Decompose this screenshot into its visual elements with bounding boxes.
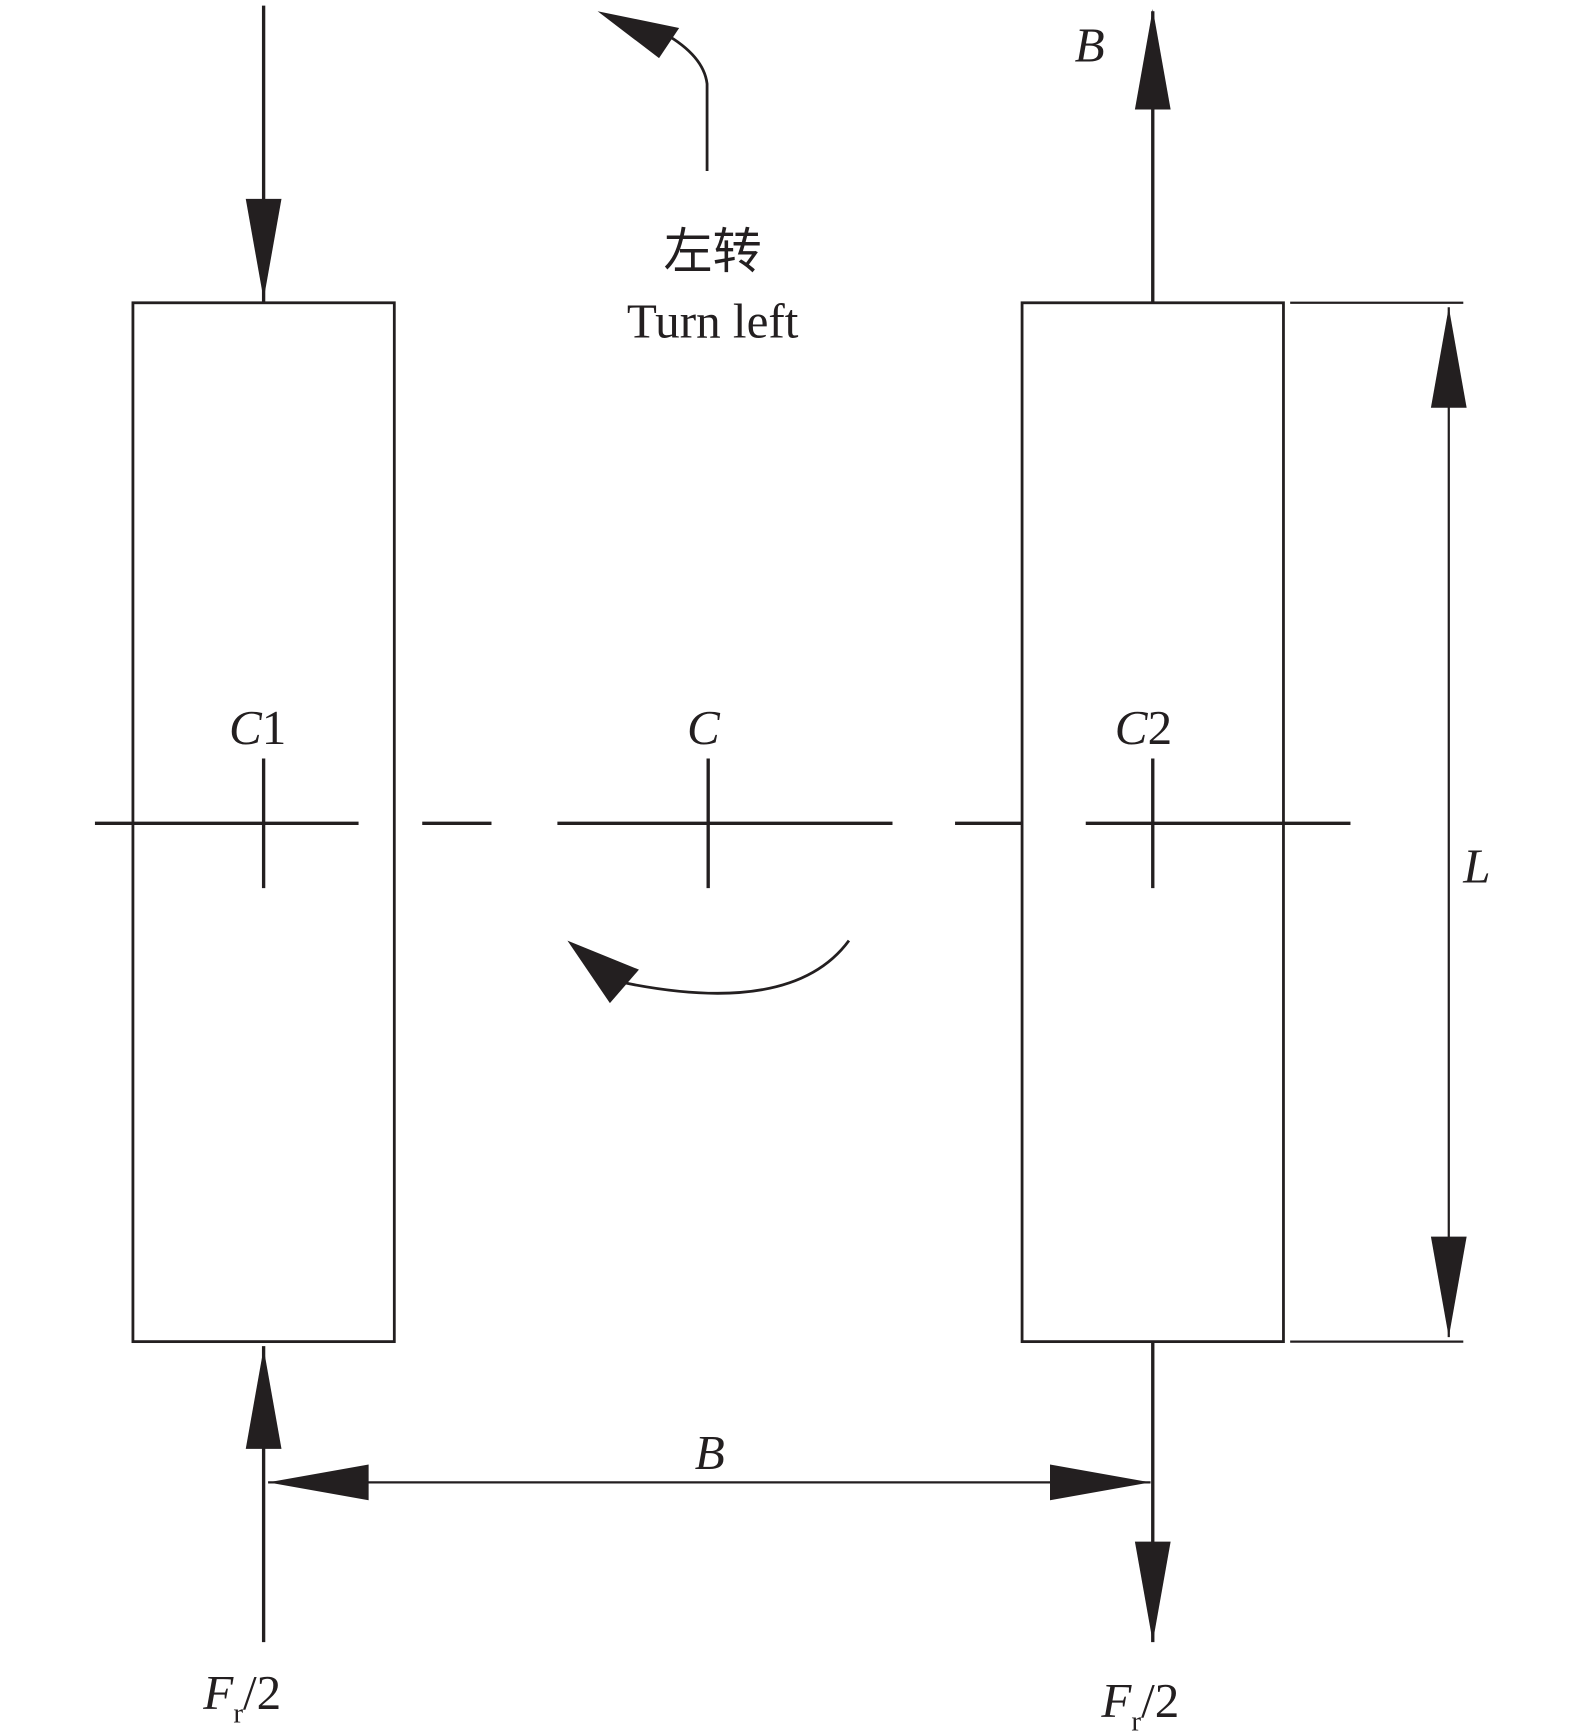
arrowhead-right [1050, 1464, 1151, 1501]
arrowhead-down [1134, 1541, 1171, 1643]
turn-left-cn-label: 左转 [664, 224, 762, 279]
l-dimension-label: L [1462, 839, 1490, 894]
arrowhead-down [1430, 1236, 1467, 1338]
arrowhead-down [245, 198, 282, 300]
arrowhead-up [1134, 9, 1171, 110]
b-top-label: B [1075, 18, 1105, 73]
rotation-arrowhead [567, 940, 639, 1004]
c-label: C [687, 700, 721, 755]
arrowhead-up [1430, 307, 1467, 408]
turn-left-en-label: Turn left [627, 293, 799, 348]
b-dimension-label: B [695, 1425, 725, 1480]
c1-label: C1 [229, 700, 286, 755]
right-force-label: Fr/2 [1100, 1673, 1179, 1736]
turn-left-curve [663, 32, 709, 171]
turn-left-arrowhead [597, 11, 680, 59]
arrowhead-left [268, 1464, 369, 1501]
rotation-curve [625, 939, 851, 995]
c2-label: C2 [1115, 700, 1172, 755]
arrowhead-up [245, 1348, 282, 1449]
left-force-label: Fr/2 [202, 1665, 281, 1729]
